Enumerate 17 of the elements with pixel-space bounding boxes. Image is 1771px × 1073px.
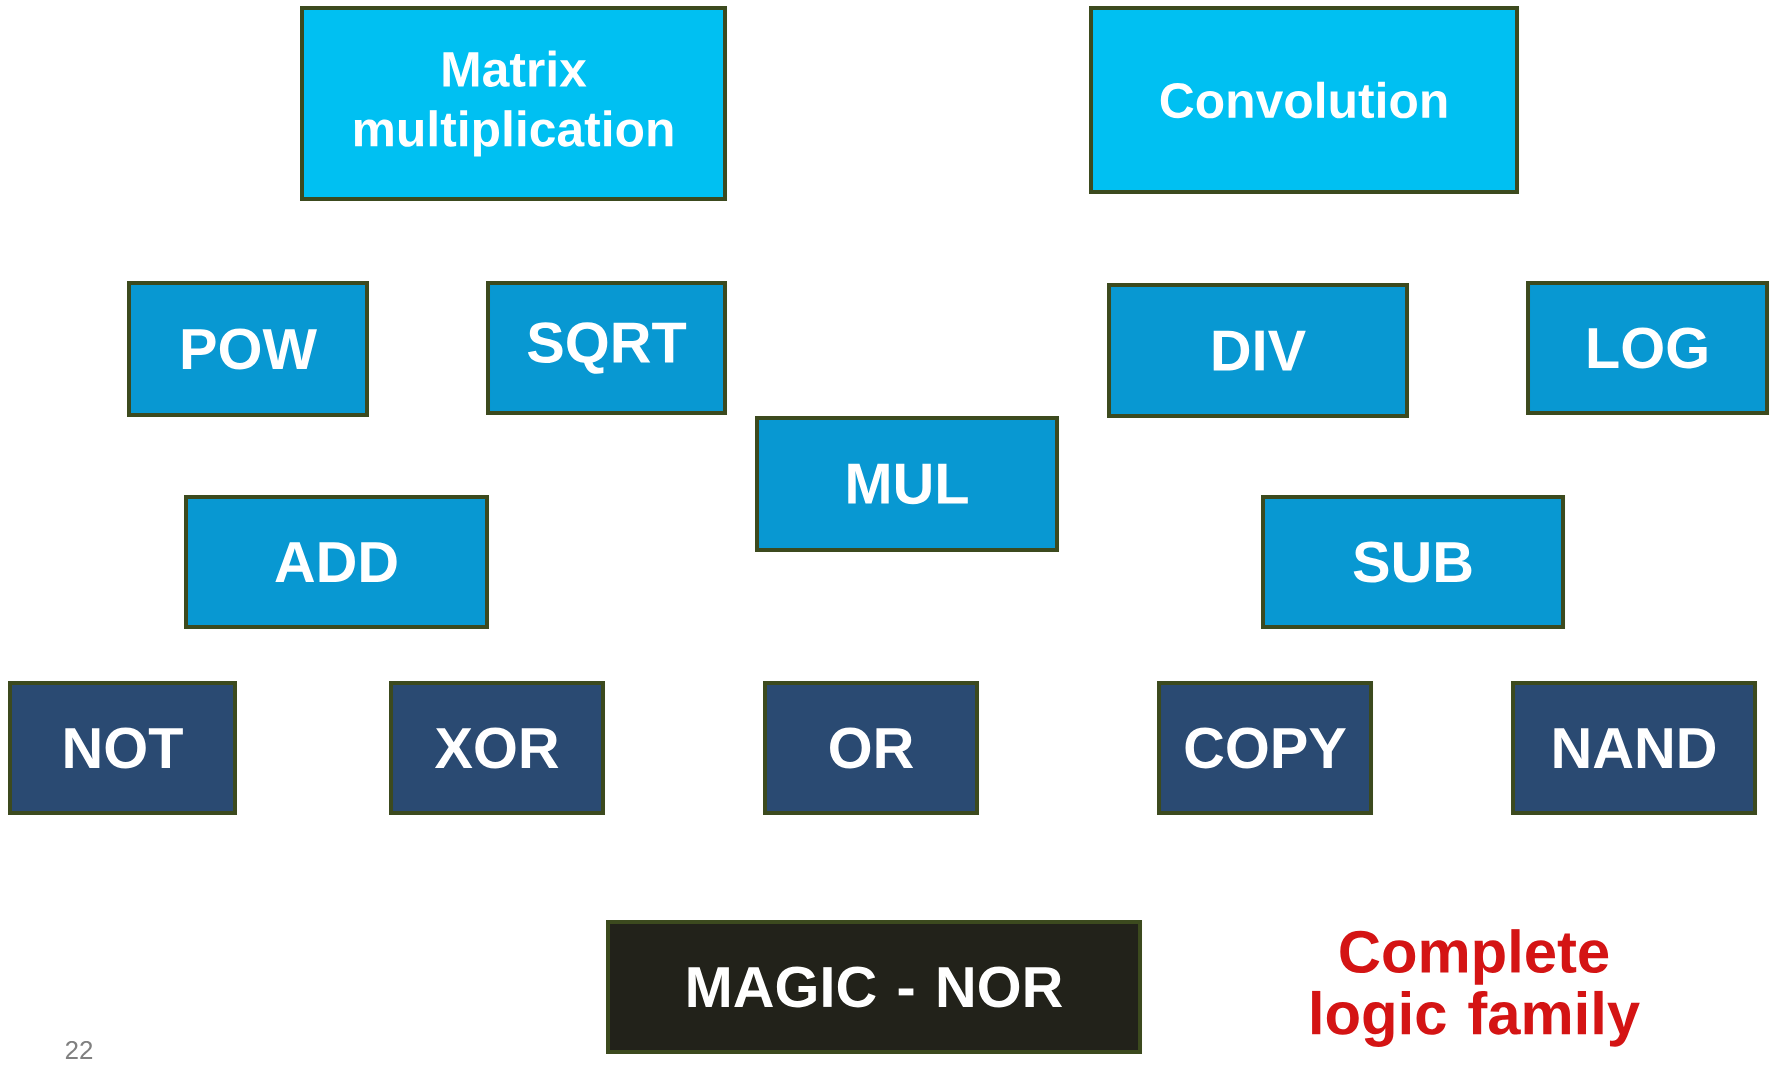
operation-box: POW (127, 281, 369, 417)
operation-box: XOR (389, 681, 605, 815)
heading-text: Complete logic family (1312, 929, 1640, 1047)
operation-box: OR (763, 681, 979, 815)
operation-box: SUB (1261, 495, 1565, 629)
operation-box: ADD (184, 495, 489, 629)
page-number: 22 (65, 1040, 93, 1060)
operation-box: MUL (755, 416, 1059, 552)
operation-box: Matrix multiplication (300, 6, 727, 201)
operation-box: NOT (8, 681, 237, 815)
operation-box: COPY (1157, 681, 1373, 815)
operation-box: Convolution (1089, 6, 1519, 194)
operation-box: SQRT (486, 281, 727, 415)
operation-box: DIV (1107, 283, 1409, 418)
operation-box: LOG (1526, 281, 1769, 415)
operation-box: MAGIC - NOR (606, 920, 1142, 1054)
operation-box: NAND (1511, 681, 1757, 815)
